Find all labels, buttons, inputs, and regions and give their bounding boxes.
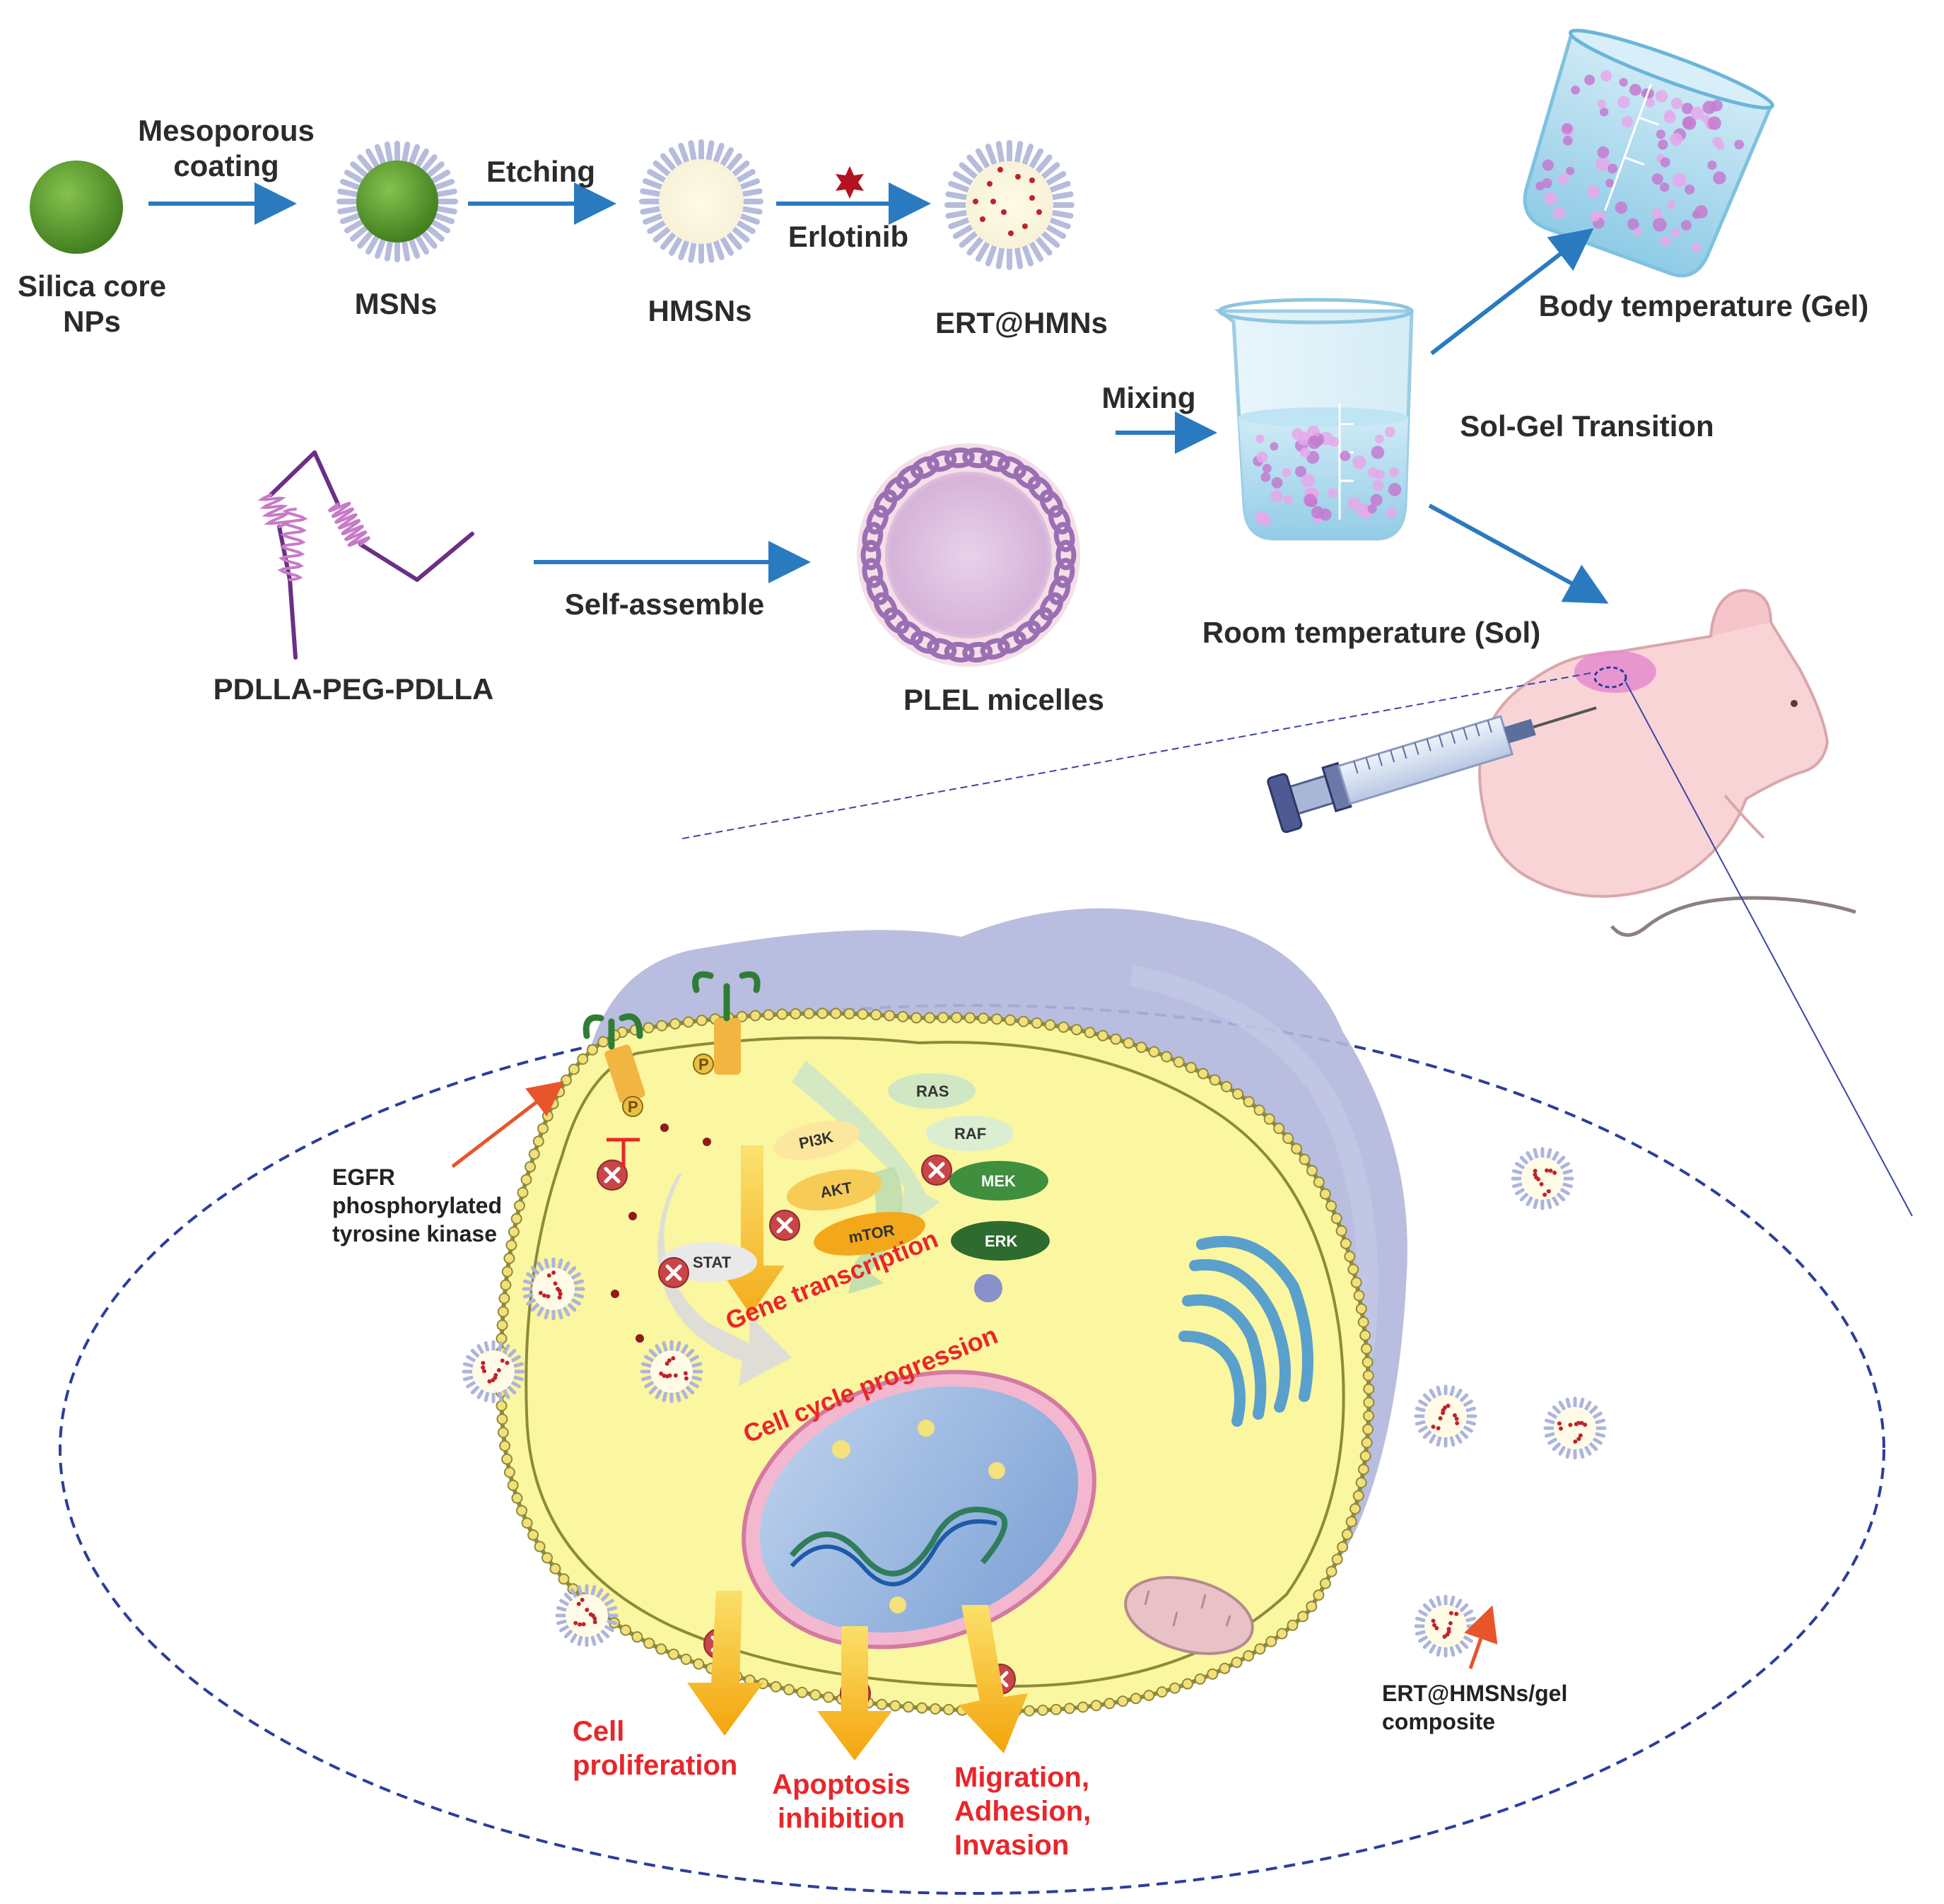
ert-hmsn-particles xyxy=(462,1147,1607,1658)
label-plel-micelles: PLEL micelles xyxy=(903,683,1105,716)
svg-text:P: P xyxy=(698,1056,709,1073)
drug-dots xyxy=(611,1123,711,1343)
svg-text:STAT: STAT xyxy=(693,1254,732,1271)
label-cell-proliferation: Cell proliferation xyxy=(573,1716,738,1781)
label-ert-hmns: ERT@HMNs xyxy=(935,306,1108,339)
label-silica-core: Silica core NPs xyxy=(17,269,167,339)
msn-particle xyxy=(336,141,458,262)
arrow-to-mouse xyxy=(1428,503,1609,604)
pdlla-peg-pdlla-polymer xyxy=(257,450,474,660)
mitochondrion xyxy=(1124,1576,1254,1655)
label-migration: Migration, Adhesion, Invasion xyxy=(954,1762,1091,1861)
nucleus xyxy=(742,1369,1096,1649)
label-msns: MSNs xyxy=(354,287,438,320)
zoom-line-right xyxy=(1625,682,1913,1217)
label-mixing: Mixing xyxy=(1101,381,1196,414)
svg-text:RAF: RAF xyxy=(954,1125,986,1143)
ert-hmn-particle xyxy=(944,140,1075,270)
label-apoptosis-inhibition: Apoptosis inhibition xyxy=(772,1769,910,1834)
label-sol-gel: Sol-Gel Transition xyxy=(1460,409,1714,443)
golgi-apparatus xyxy=(1178,1236,1313,1427)
arrow-composite-pointer xyxy=(1464,1605,1498,1669)
label-body-temp: Body temperature (Gel) xyxy=(1538,289,1869,322)
svg-text:P: P xyxy=(628,1098,638,1116)
egfr-receptors: P P xyxy=(582,971,761,1117)
label-egfr: EGFR phosphorylated tyrosine kinase xyxy=(332,1164,503,1246)
svg-text:RAS: RAS xyxy=(916,1082,949,1100)
arrow-to-gel xyxy=(1430,228,1594,356)
plel-micelle xyxy=(857,443,1080,667)
syringe xyxy=(1267,706,1597,834)
label-room-temp: Room temperature (Sol) xyxy=(1202,616,1541,649)
label-polymer: PDLLA-PEG-PDLLA xyxy=(213,672,494,706)
svg-text:MEK: MEK xyxy=(981,1172,1016,1190)
pathway-proteins: PI3K AKT mTOR STAT RAS RAF MEK ERK xyxy=(661,1073,1050,1302)
outcome-arrows xyxy=(687,1591,1028,1760)
synthesis-row xyxy=(30,139,1075,270)
silica-core-np xyxy=(30,160,123,254)
arrow-egfr-pointer xyxy=(451,1080,564,1168)
zoom-line-left xyxy=(678,672,1591,840)
beaker-gel xyxy=(1523,28,1774,278)
hmsn-particle xyxy=(639,139,763,264)
erlotinib-star-icon xyxy=(836,166,864,199)
svg-text:ERK: ERK xyxy=(985,1232,1018,1250)
label-erlotinib: Erlotinib xyxy=(787,220,909,253)
label-self-assemble: Self-assemble xyxy=(564,588,765,621)
label-mesoporous-coating: Mesoporous coating xyxy=(138,114,315,183)
label-etching: Etching xyxy=(486,155,595,188)
inhibit-bar-icon xyxy=(607,1138,640,1167)
label-hmsns: HMSNs xyxy=(648,294,752,327)
label-composite: ERT@HMSNs/gel composite xyxy=(1382,1681,1568,1734)
beaker-sol xyxy=(1214,298,1414,541)
